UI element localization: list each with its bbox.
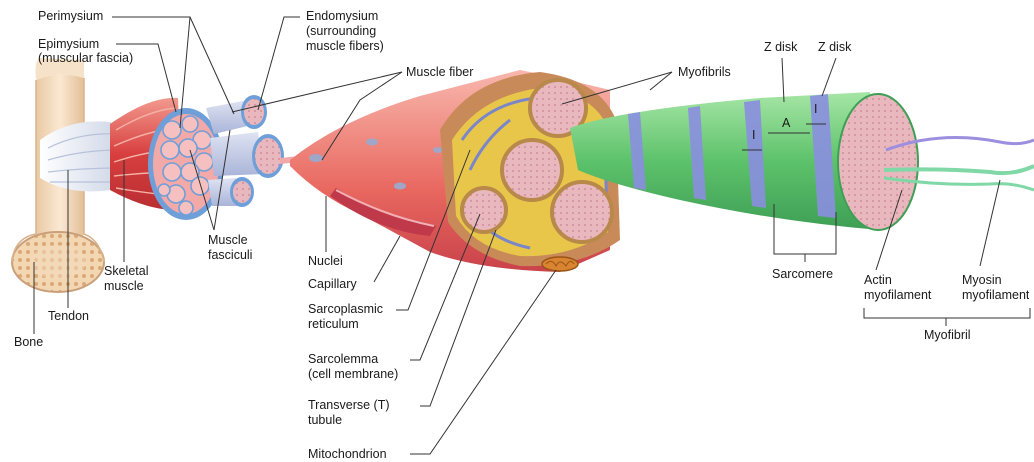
label-mitochondrion: Mitochondrion [308, 447, 387, 461]
label-t-tubule-sub: tubule [308, 413, 342, 427]
label-capillary: Capillary [308, 277, 357, 291]
label-sarcoplasmic-reticulum-sub: reticulum [308, 317, 359, 331]
label-actin-sub: myofilament [864, 288, 931, 302]
label-muscle-fasciculi: Muscle [208, 233, 248, 247]
muscle-fiber-illustration [290, 70, 620, 272]
label-skeletal-muscle: Skeletal [104, 264, 148, 278]
label-myosin: Myosin [962, 273, 1002, 287]
label-endomysium: Endomysium [306, 9, 378, 23]
label-i-band-left: I [752, 128, 755, 142]
label-z-disk-left: Z disk [764, 40, 797, 54]
label-sarcolemma-sub: (cell membrane) [308, 367, 398, 381]
label-t-tubule: Transverse (T) [308, 398, 390, 412]
label-actin: Actin [864, 273, 892, 287]
label-tendon: Tendon [48, 309, 89, 323]
label-perimysium: Perimysium [38, 9, 103, 23]
label-a-band: A [782, 116, 790, 130]
label-epimysium: Epimysium [38, 37, 99, 51]
label-z-disk-right: Z disk [818, 40, 851, 54]
label-epimysium-sub: (muscular fascia) [38, 51, 133, 65]
label-muscle-fiber: Muscle fiber [406, 65, 473, 79]
label-myofibrils: Myofibrils [678, 65, 731, 79]
label-sarcolemma: Sarcolemma [308, 352, 378, 366]
label-i-band-right: I [814, 102, 817, 116]
label-sarcoplasmic-reticulum: Sarcoplasmic [308, 302, 383, 316]
label-sarcomere: Sarcomere [772, 267, 833, 281]
label-myofibril: Myofibril [924, 328, 971, 342]
label-endomysium-sub-1: (surrounding [306, 24, 376, 38]
label-nuclei: Nuclei [308, 254, 343, 268]
label-bone: Bone [14, 335, 43, 349]
myofibril-illustration [570, 92, 1034, 230]
label-myosin-sub: myofilament [962, 288, 1029, 302]
label-muscle-fasciculi-sub: fasciculi [208, 248, 252, 262]
label-endomysium-sub-2: muscle fibers) [306, 39, 384, 53]
label-skeletal-muscle-sub: muscle [104, 279, 144, 293]
